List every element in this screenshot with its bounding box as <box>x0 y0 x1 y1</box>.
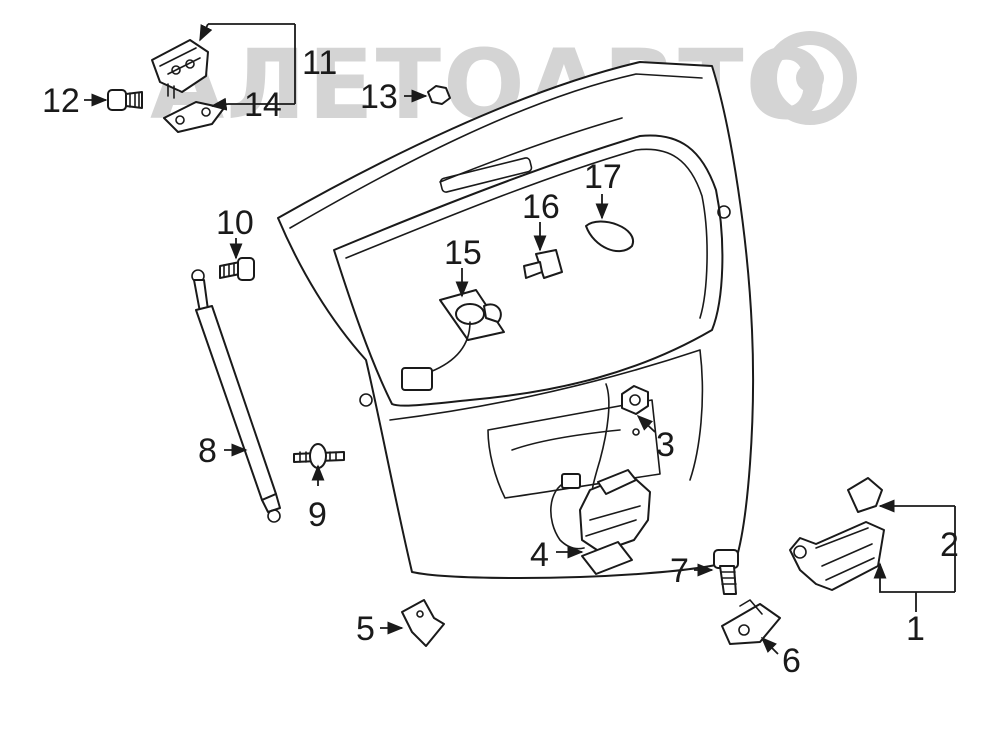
callout-1: 1 <box>906 610 925 648</box>
leader-lines <box>84 23 956 655</box>
nut-part-3 <box>621 385 649 415</box>
callout-11: 11 <box>302 44 337 82</box>
nut-part-13 <box>427 85 451 105</box>
callout-7: 7 <box>670 552 689 590</box>
callout-14: 14 <box>244 86 282 124</box>
callout-2: 2 <box>940 526 959 564</box>
emblem-part-17 <box>585 220 634 253</box>
callout-15: 15 <box>444 234 482 272</box>
callout-3: 3 <box>656 426 675 464</box>
bracket-part-5 <box>401 599 445 647</box>
callout-8: 8 <box>198 432 217 470</box>
bolt-part-10 <box>219 257 255 281</box>
gear-icon <box>763 31 857 125</box>
callout-5: 5 <box>356 610 375 648</box>
gas-strut-part-8 <box>191 269 281 523</box>
callout-10: 10 <box>216 204 254 242</box>
bolt-part-12 <box>107 89 143 111</box>
callout-12: 12 <box>42 82 80 120</box>
clip-part-16 <box>523 249 563 279</box>
callout-6: 6 <box>782 642 801 680</box>
light-part-15 <box>401 289 505 391</box>
latch-part-4 <box>550 383 651 575</box>
stud-part-9 <box>293 443 345 469</box>
callout-17: 17 <box>584 158 622 196</box>
hinge-part-11 <box>151 39 209 99</box>
callout-9: 9 <box>308 496 327 534</box>
callout-13: 13 <box>360 78 398 116</box>
shim-part-14 <box>163 101 225 133</box>
callout-4: 4 <box>530 536 549 574</box>
switch-part-2 <box>847 477 883 513</box>
callout-16: 16 <box>522 188 560 226</box>
handle-part-1 <box>789 521 885 591</box>
callout-labels: 1 2 3 4 5 6 7 8 9 10 11 12 13 14 15 16 1… <box>42 44 959 680</box>
striker-part-6 <box>721 599 781 645</box>
bolt-part-7 <box>713 549 739 595</box>
